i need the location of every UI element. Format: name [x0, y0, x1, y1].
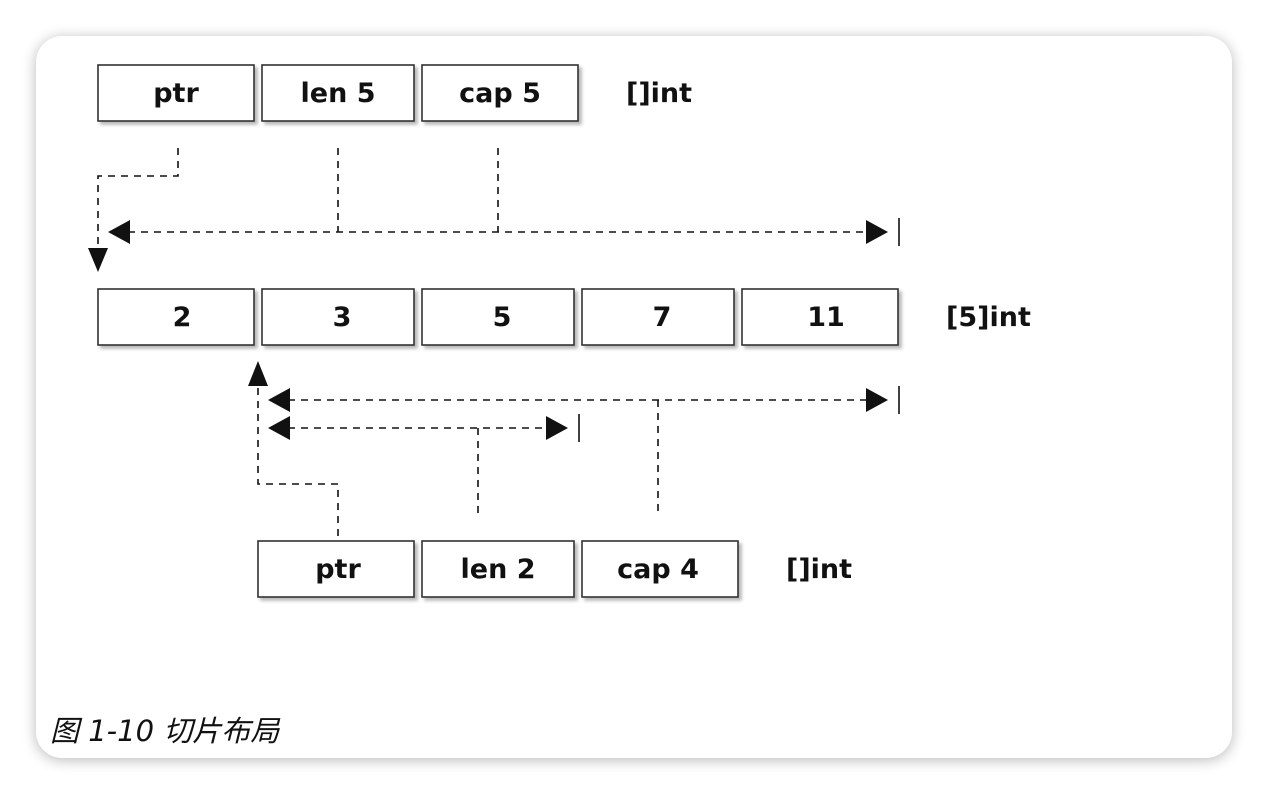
array-cell-0 [97, 288, 255, 346]
top-ptr-box [97, 64, 255, 122]
bottom-cap-box [581, 540, 739, 598]
top-ptr-label: ptr [153, 78, 199, 109]
top-range-left-arrowhead [108, 220, 130, 244]
array-cell-2 [421, 288, 575, 346]
figure-caption: 图 1-10 切片布局 [50, 714, 280, 748]
array-cell-1-value: 3 [333, 302, 352, 333]
top-len-label: len 5 [301, 78, 376, 109]
array-cell-3-value: 7 [653, 302, 672, 333]
top-cap-label: cap 5 [459, 78, 541, 109]
bottom-ptr-label: ptr [315, 554, 361, 585]
array-cell-0-value: 2 [173, 302, 192, 333]
bottom-slice-connectors [248, 361, 900, 540]
top-ptr-arrowhead [88, 248, 108, 272]
bottom-len-label: len 2 [461, 554, 536, 585]
top-ptr-pointer-line [97, 148, 179, 246]
bottom-ptr-arrowhead [248, 361, 268, 386]
backing-array: 2 3 5 7 11 [5]int [97, 288, 1031, 346]
array-type-label: [5]int [946, 302, 1031, 333]
array-cell-2-value: 5 [493, 302, 512, 333]
bottom-slice-header: ptr len 2 cap 4 []int [257, 540, 852, 598]
top-slice-type-label: []int [626, 78, 692, 109]
bottom-cap-range-left-arrowhead [268, 388, 290, 412]
bottom-len-box [421, 540, 575, 598]
top-slice-connectors [88, 148, 900, 272]
bottom-cap-range-right-arrowhead [866, 388, 888, 412]
array-cell-4 [741, 288, 899, 346]
top-len-box [261, 64, 415, 122]
array-cell-3 [581, 288, 735, 346]
top-range-right-arrowhead [866, 220, 888, 244]
bottom-slice-type-label: []int [786, 554, 852, 585]
bottom-len-range-right-arrowhead [546, 416, 568, 440]
bottom-len-range-left-arrowhead [268, 416, 290, 440]
bottom-ptr-pointer-line [257, 388, 339, 540]
top-slice-header: ptr len 5 cap 5 []int [97, 64, 692, 122]
array-cell-4-value: 11 [807, 302, 845, 333]
bottom-cap-label: cap 4 [617, 554, 699, 585]
array-cell-1 [261, 288, 415, 346]
top-cap-box [421, 64, 579, 122]
bottom-ptr-box [257, 540, 415, 598]
figure-card [36, 36, 1232, 758]
